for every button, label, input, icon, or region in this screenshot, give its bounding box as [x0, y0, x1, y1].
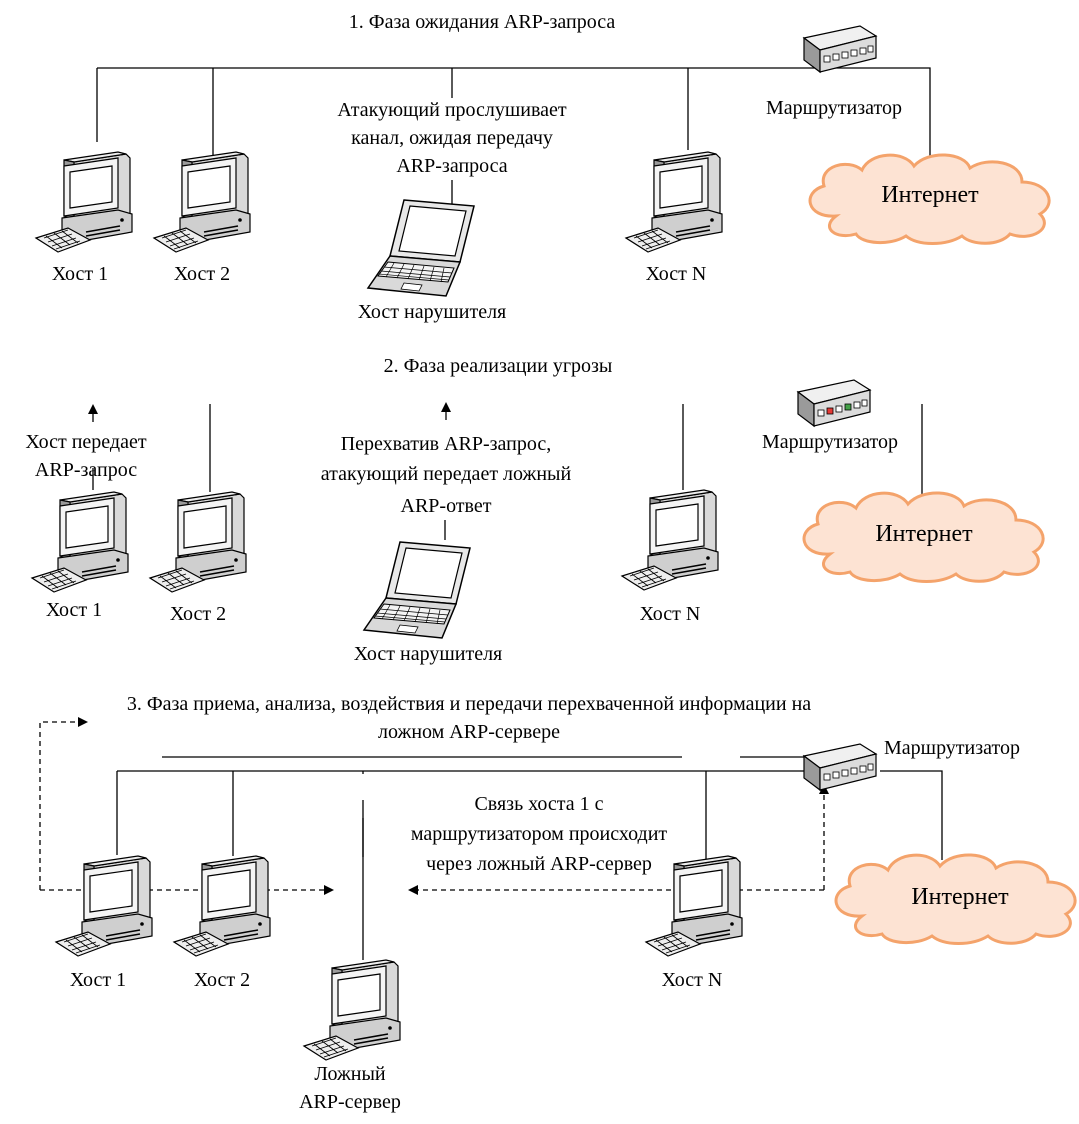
router-icon [803, 743, 877, 791]
phase2-host-note-line2: ARP-запрос [34, 459, 138, 481]
desktop-computer-icon [35, 151, 133, 253]
phase2-internet-label: Интернет [875, 521, 973, 547]
phase1-router-label: Маршрутизатор [766, 97, 902, 119]
desktop-computer-icon [303, 959, 401, 1061]
phase2-host1-label: Хост 1 [45, 599, 103, 621]
phase3-note-line3: через ложный ARP-сервер [426, 853, 652, 875]
phase3-router-label: Маршрутизатор [884, 737, 1020, 759]
phase3-title-line1: 3. Фаза приема, анализа, воздействия и п… [126, 693, 812, 715]
phase2-attacker-note-line1: Перехватив ARP-запрос, [340, 433, 552, 455]
phase1-attacker-label: Хост нарушителя [357, 301, 507, 323]
laptop-icon [363, 541, 471, 639]
laptop-icon [367, 199, 475, 297]
phase1-note-line3: ARP-запроса [396, 155, 508, 177]
phase1-host2-label: Хост 2 [173, 263, 231, 285]
phase3-fake-server-line2: ARP-сервер [299, 1091, 401, 1113]
desktop-computer-icon [625, 151, 723, 253]
phase1-host1-label: Хост 1 [51, 263, 109, 285]
phase3-title-line2: ложном ARP-сервере [378, 721, 560, 743]
router-icon [803, 25, 877, 73]
phase2-hostN-label: Хост N [639, 603, 701, 625]
desktop-computer-icon [173, 855, 271, 957]
desktop-computer-icon [621, 489, 719, 591]
phase3-note-line1: Связь хоста 1 с [474, 793, 604, 815]
phase1-note-line1: Атакующий прослушивает [337, 99, 567, 121]
desktop-computer-icon [55, 855, 153, 957]
phase2-attacker-label: Хост нарушителя [353, 643, 503, 665]
phase3-host1-label: Хост 1 [69, 969, 127, 991]
phase2-title: 2. Фаза реализации угрозы [383, 355, 613, 377]
phase2-router-label: Маршрутизатор [762, 431, 898, 453]
phase2-host2-label: Хост 2 [169, 603, 227, 625]
phase1-internet-label: Интернет [881, 182, 979, 208]
phase2-attacker-note-line2: атакующий передает ложный [320, 463, 572, 485]
phase1-note-line2: канал, ожидая передачу [351, 127, 553, 149]
phase1-hostN-label: Хост N [645, 263, 707, 285]
desktop-computer-icon [153, 151, 251, 253]
phase3-host2-label: Хост 2 [193, 969, 251, 991]
phase3-internet-label: Интернет [911, 884, 1009, 910]
desktop-computer-icon [149, 491, 247, 593]
phase3-router-internet [880, 770, 943, 860]
phase2-attacker-note-line3: ARP-ответ [400, 495, 492, 517]
phase1-bus-line [97, 67, 931, 158]
phase1-title: 1. Фаза ожидания ARP-запроса [348, 11, 616, 33]
phase3-hostN-label: Хост N [661, 969, 723, 991]
desktop-computer-icon [31, 491, 129, 593]
phase3-fake-server-line1: Ложный [314, 1063, 386, 1085]
phase2-host-note-line1: Хост передает [25, 431, 147, 453]
phase3-dashed-to-host1 [39, 717, 88, 890]
phase3-note-line2: маршрутизатором происходит [410, 823, 668, 845]
router-icon [797, 379, 871, 427]
desktop-computer-icon [645, 855, 743, 957]
